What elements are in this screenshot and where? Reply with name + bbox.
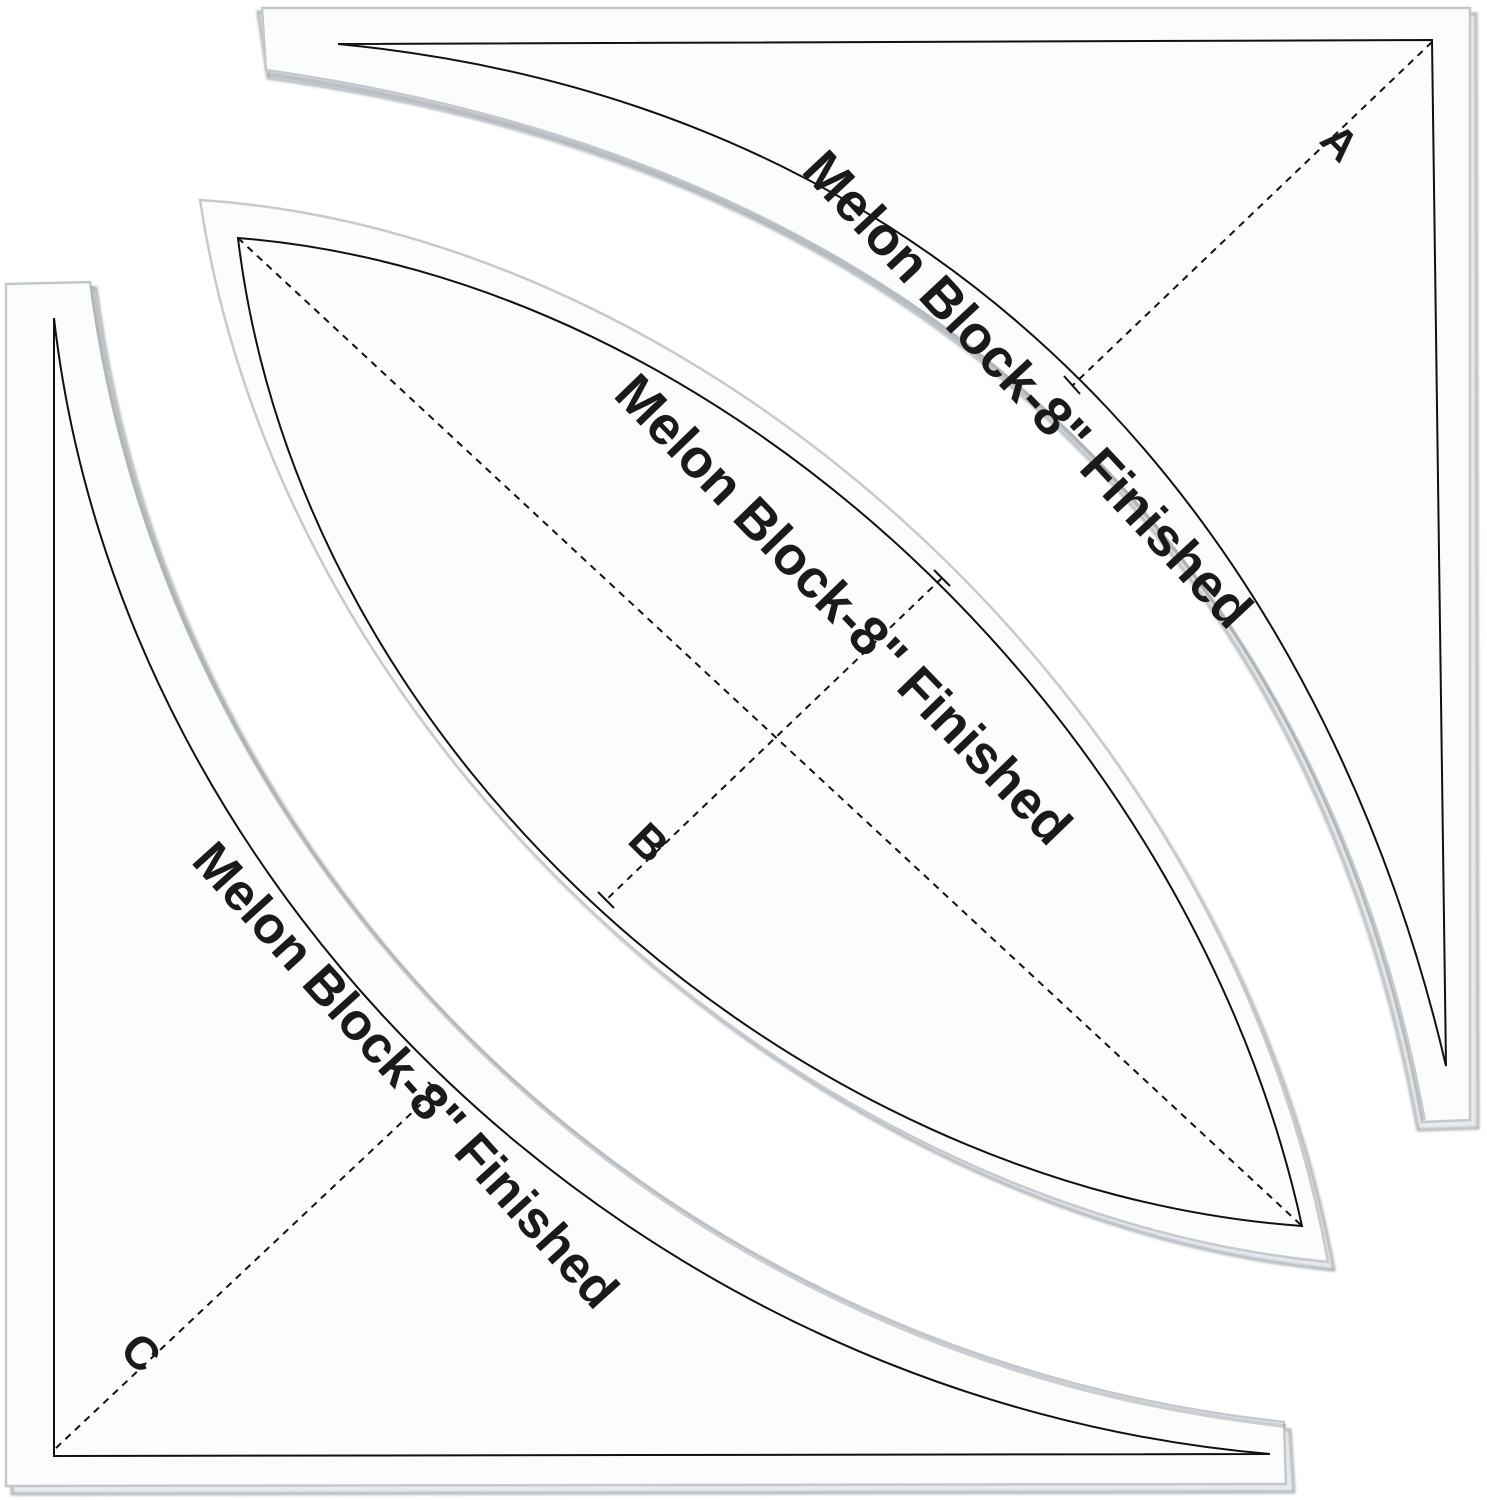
template-b: B Melon Block-8" Finished: [198, 198, 1336, 1272]
